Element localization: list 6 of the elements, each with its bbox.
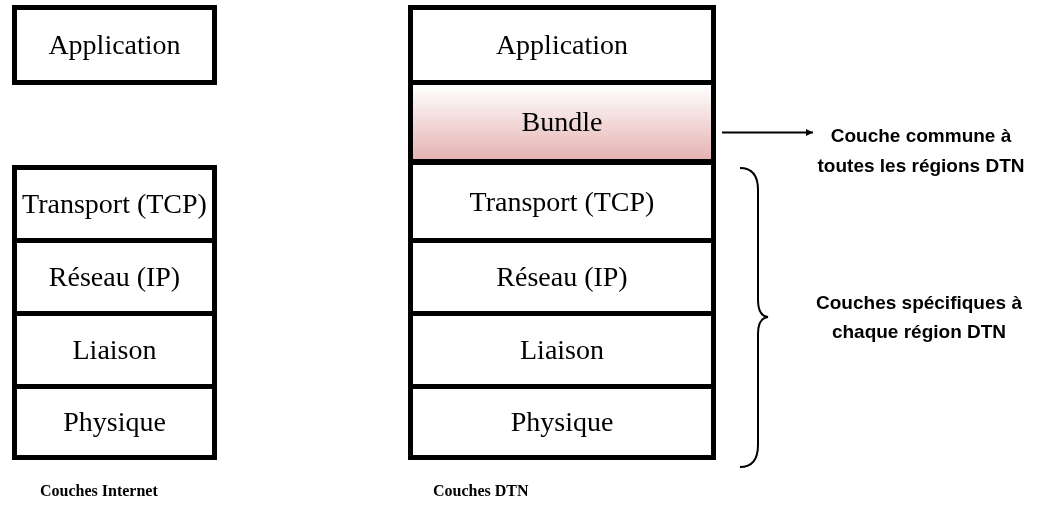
bracket-label: Couches spécifiques à chaque région DTN [815,291,1023,345]
stack-caption: Couches DTN [433,482,530,500]
stack-caption: Couches Internet [40,482,159,500]
annotation-text: Couche commune à toutes les régions DTN [816,124,1026,178]
arrow [721,129,814,136]
layer-box: Application [12,5,217,85]
